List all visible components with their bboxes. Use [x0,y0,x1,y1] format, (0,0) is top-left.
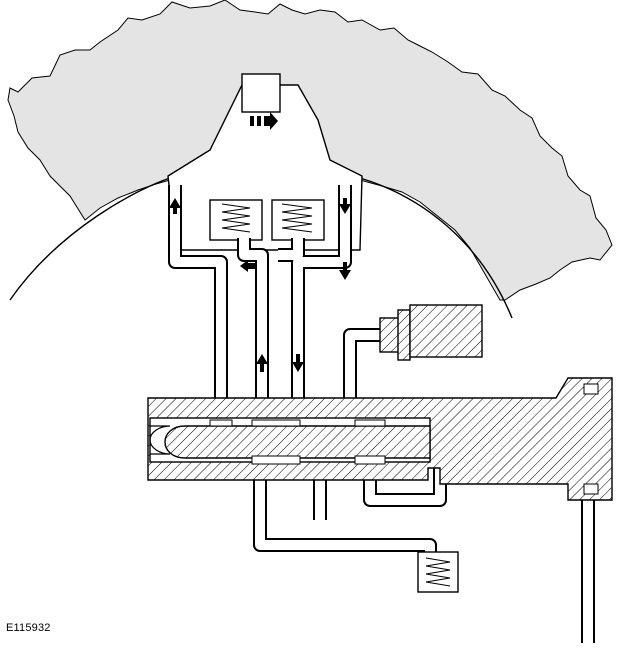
spring-icon [281,203,313,233]
rotor-outline [9,177,513,319]
flow-arrow-icon [250,112,278,130]
figure-reference-code: E115932 [6,622,51,634]
solenoid [379,304,483,361]
channels [168,185,595,643]
spring-icon [221,203,251,233]
flow-arrow-icon [169,198,351,372]
spool [149,419,431,465]
relief-spring-chamber [417,551,459,593]
spring-chamber-left [209,199,263,241]
spring-chamber-right [271,199,325,241]
rotor-notch [241,73,281,113]
spring-icon [425,557,451,587]
